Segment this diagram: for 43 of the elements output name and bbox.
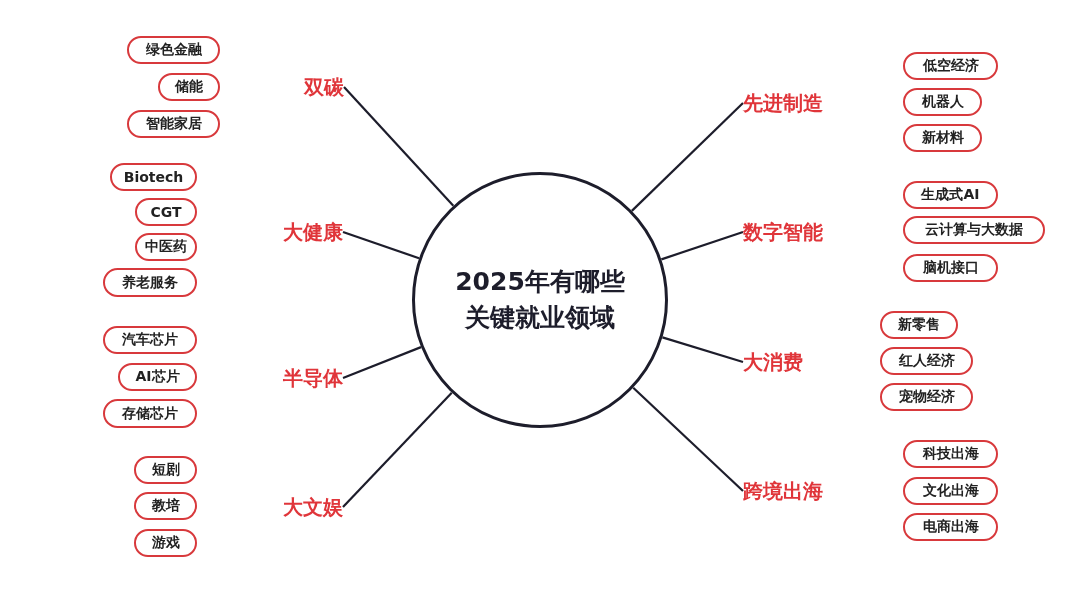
category-label: 双碳: [304, 73, 344, 101]
tag-pill: 智能家居: [127, 110, 220, 138]
tag-pill: 新材料: [903, 124, 982, 152]
tag-pill: 汽车芯片: [103, 326, 197, 354]
category-label: 大文娱: [283, 493, 343, 521]
connector-line: [342, 230, 420, 260]
connector-line: [342, 391, 453, 508]
category-label: 大消费: [743, 348, 803, 376]
tag-pill: 红人经济: [880, 347, 973, 375]
connector-line: [632, 386, 744, 492]
tag-pill: 中医药: [135, 233, 197, 261]
tag-pill: CGT: [135, 198, 197, 226]
category-label: 跨境出海: [743, 477, 823, 505]
category-label: 先进制造: [743, 89, 823, 117]
category-label: 半导体: [283, 364, 343, 392]
tag-pill: 云计算与大数据: [903, 216, 1045, 244]
tag-pill: Biotech: [110, 163, 197, 191]
connector-line: [631, 102, 744, 212]
connector-line: [343, 86, 455, 207]
tag-pill: 机器人: [903, 88, 982, 116]
title-text: 2025年有哪些关键就业领域: [454, 265, 626, 334]
connector-line: [662, 336, 744, 364]
tag-pill: 新零售: [880, 311, 958, 339]
tag-pill: 宠物经济: [880, 383, 973, 411]
tag-pill: 绿色金融: [127, 36, 220, 64]
tag-pill: 脑机接口: [903, 254, 998, 282]
connector-line: [661, 230, 744, 261]
tag-pill: 低空经济: [903, 52, 998, 80]
tag-pill: 生成式AI: [903, 181, 998, 209]
tag-pill: 游戏: [134, 529, 197, 557]
tag-pill: 文化出海: [903, 477, 998, 505]
tag-pill: AI芯片: [118, 363, 197, 391]
connector-line: [342, 346, 422, 380]
tag-pill: 教培: [134, 492, 197, 520]
tag-pill: 养老服务: [103, 268, 197, 297]
tag-pill: 短剧: [134, 456, 197, 484]
tag-pill: 储能: [158, 73, 220, 101]
tag-pill: 电商出海: [903, 513, 998, 541]
category-label: 数字智能: [743, 218, 823, 246]
tag-pill: 存储芯片: [103, 399, 197, 428]
center-circle: [412, 172, 668, 428]
tag-pill: 科技出海: [903, 440, 998, 468]
category-label: 大健康: [283, 218, 343, 246]
